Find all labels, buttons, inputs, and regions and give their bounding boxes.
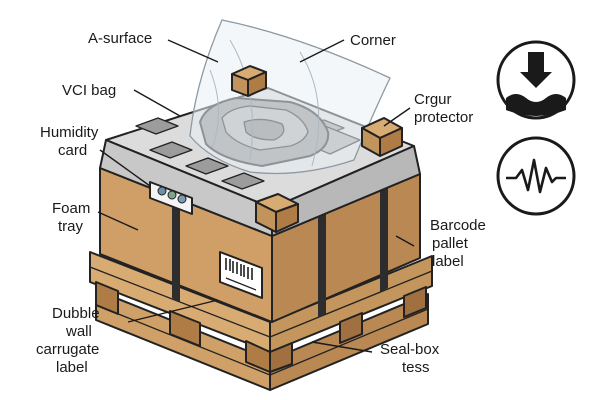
moisture-icon — [496, 40, 576, 120]
label-foam-line2: tray — [58, 218, 84, 235]
label-foam-line1: Foam — [52, 200, 90, 217]
barcode-pallet-label — [219, 251, 263, 299]
callout-labels: A-surface Corner VCI bag Crgur protector… — [36, 30, 486, 376]
label-seal-line2: tess — [402, 359, 430, 376]
label-crgur-line2: protector — [414, 109, 473, 126]
label-dubble-line2: wall — [65, 323, 92, 340]
label-humidity-line1: Humidity — [40, 124, 99, 141]
leader-lines — [97, 39, 415, 353]
label-dubble-line3: carrugate — [36, 341, 99, 358]
label-barcode-line1: Barcode — [430, 217, 486, 234]
corner-protector-front — [255, 193, 299, 233]
shock-waveform-icon — [496, 136, 576, 216]
corner-protector-top — [231, 65, 267, 97]
humidity-indicator-card — [149, 181, 193, 215]
label-barcode-line3: label — [432, 253, 464, 270]
label-vci-bag: VCI bag — [62, 82, 116, 99]
label-humidity-line2: card — [58, 142, 87, 159]
wooden-pallet — [89, 251, 433, 391]
label-barcode-line2: pallet — [432, 235, 469, 252]
label-dubble-line4: label — [56, 359, 88, 376]
corner-protectors — [231, 65, 403, 233]
corner-protector-right — [361, 117, 403, 157]
label-crgur-line1: Crgur — [414, 91, 452, 108]
label-corner: Corner — [350, 32, 396, 49]
label-dubble-line1: Dubble — [52, 305, 100, 322]
label-seal-line1: Seal-box — [380, 341, 440, 358]
label-a-surface: A-surface — [88, 30, 152, 47]
